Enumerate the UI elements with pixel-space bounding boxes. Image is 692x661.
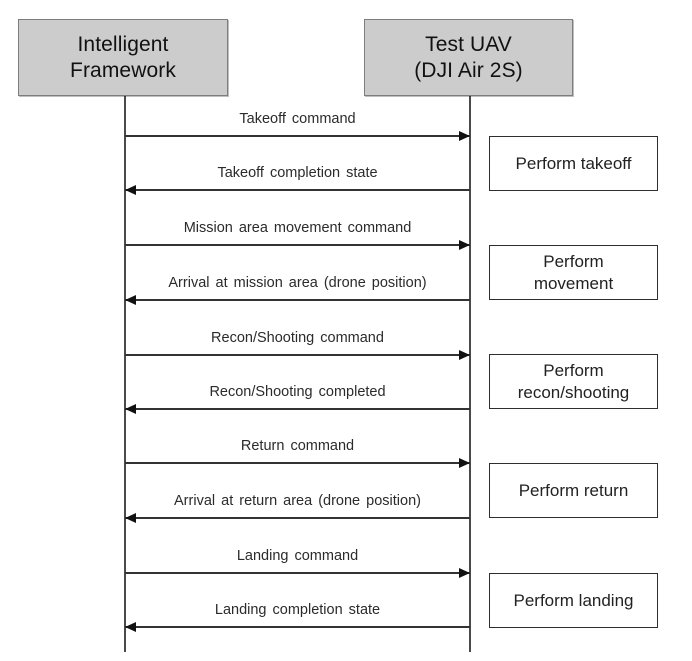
message-label-m9: Landing command — [236, 548, 359, 564]
arrowhead-right-m1 — [459, 130, 470, 141]
arrowhead-right-m3 — [459, 239, 470, 250]
actor-name-line-1: Test UAV — [425, 32, 512, 56]
lifeline-framework — [124, 96, 126, 652]
message-label-m5: Recon/Shooting command — [211, 330, 384, 346]
actor-box-uav: Test UAV(DJI Air 2S) — [364, 19, 573, 96]
actor-name-line-2: Framework — [70, 58, 176, 82]
activity-box-a1: Perform takeoff — [489, 136, 658, 191]
message-line-m3 — [125, 244, 470, 246]
message-line-m2 — [125, 189, 470, 191]
arrowhead-left-m2 — [125, 184, 136, 195]
activity-label-line-1: Perform landing — [513, 590, 634, 610]
message-label-m10: Landing completion state — [214, 602, 381, 618]
arrowhead-right-m9 — [459, 567, 470, 578]
activity-label-line-1: Perform — [543, 361, 604, 381]
activity-label-line-1: Perform return — [518, 480, 629, 500]
message-label-m1: Takeoff command — [239, 111, 356, 127]
activity-box-a5: Perform landing — [489, 573, 658, 628]
message-line-m10 — [125, 626, 470, 628]
activity-label-line-2: movement — [533, 273, 614, 293]
arrowhead-right-m7 — [459, 457, 470, 468]
arrowhead-left-m4 — [125, 294, 136, 305]
message-label-m2: Takeoff completion state — [217, 165, 378, 181]
activity-label-line-2: recon/shooting — [517, 382, 630, 402]
message-label-m3: Mission area movement command — [183, 220, 412, 236]
message-label-m6: Recon/Shooting completed — [209, 384, 386, 400]
message-line-m9 — [125, 572, 470, 574]
message-line-m7 — [125, 462, 470, 464]
message-line-m5 — [125, 354, 470, 356]
arrowhead-left-m6 — [125, 403, 136, 414]
arrowhead-left-m8 — [125, 512, 136, 523]
message-line-m6 — [125, 408, 470, 410]
message-line-m1 — [125, 135, 470, 137]
message-label-m4: Arrival at mission area (drone position) — [168, 275, 427, 291]
message-label-m8: Arrival at return area (drone position) — [174, 493, 421, 509]
actor-name-line-1: Intelligent — [77, 32, 169, 56]
message-line-m8 — [125, 517, 470, 519]
message-line-m4 — [125, 299, 470, 301]
activity-label-line-1: Perform takeoff — [515, 153, 632, 173]
arrowhead-right-m5 — [459, 349, 470, 360]
message-label-m7: Return command — [240, 438, 355, 454]
activity-box-a4: Perform return — [489, 463, 658, 518]
arrowhead-left-m10 — [125, 621, 136, 632]
actor-name-line-2: (DJI Air 2S) — [414, 58, 523, 82]
activity-label-line-1: Perform — [543, 252, 604, 272]
lifeline-uav — [469, 96, 471, 652]
